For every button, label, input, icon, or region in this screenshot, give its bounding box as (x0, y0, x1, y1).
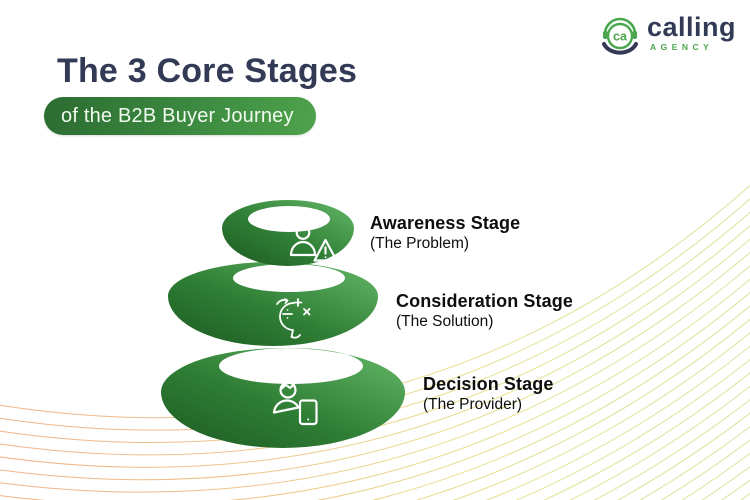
stage-subtitle: (The Solution) (396, 313, 494, 330)
head-solution-icon (276, 298, 311, 339)
funnel-ring-decision (161, 347, 405, 448)
person-alert-icon (289, 225, 338, 262)
brand-logo: ca calling AGENCY (597, 14, 736, 60)
logo-tagline: AGENCY (649, 42, 714, 52)
stage-label-consideration: Consideration Stage (The Solution) (396, 291, 573, 331)
logo-headset-icon: ca (601, 17, 638, 55)
stage-title: Consideration Stage (396, 291, 573, 311)
stage-label-awareness: Awareness Stage (The Problem) (370, 213, 520, 253)
stage-title: Decision Stage (423, 374, 554, 394)
subtitle-text: of the B2B Buyer Journey (61, 104, 294, 127)
logo-text: calling AGENCY (647, 14, 736, 52)
subtitle-pill: of the B2B Buyer Journey (44, 97, 316, 135)
logo-name: calling (646, 12, 736, 42)
person-tablet-icon (272, 381, 318, 426)
stage-subtitle: (The Problem) (370, 235, 470, 252)
page-title: The 3 Core Stages (57, 52, 358, 90)
stage-label-decision: Decision Stage (The Provider) (423, 374, 553, 414)
svg-text:ca: ca (613, 30, 628, 44)
funnel-ring-consideration (168, 262, 378, 346)
stage-subtitle: (The Provider) (423, 396, 523, 413)
stage-title: Awareness Stage (370, 213, 521, 233)
